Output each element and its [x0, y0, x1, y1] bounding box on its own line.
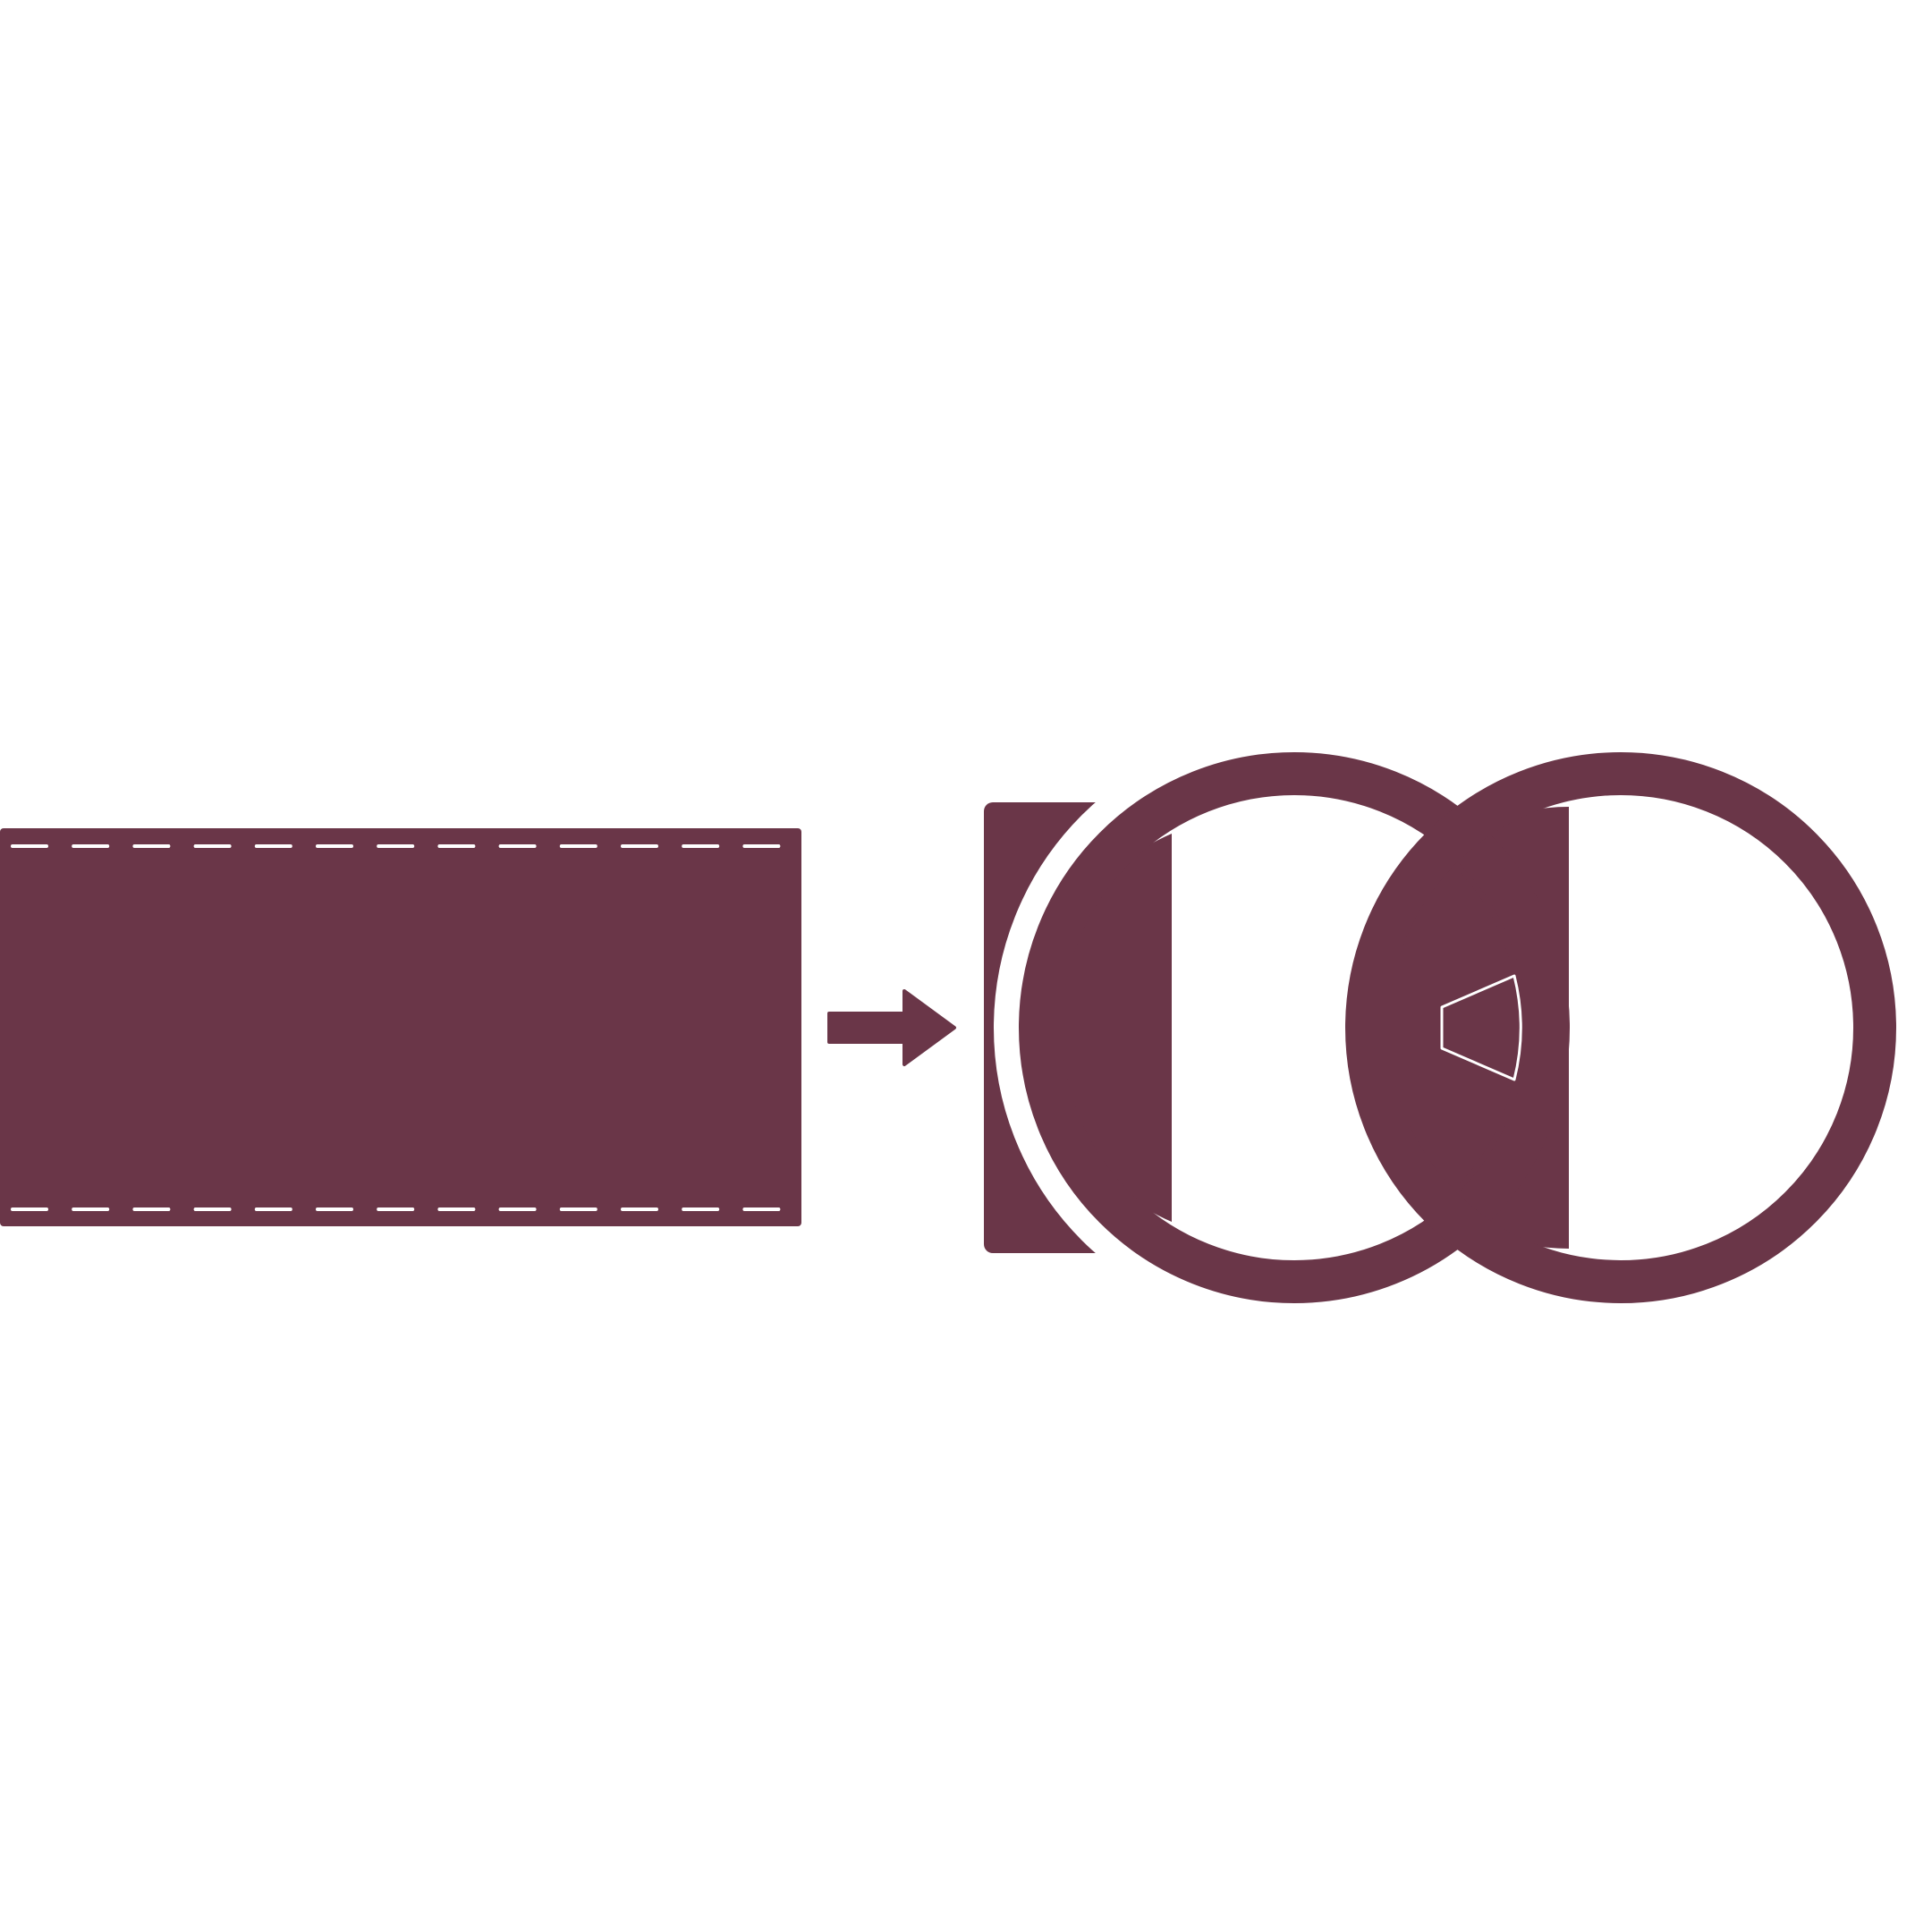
- right-arrow-icon: [827, 989, 956, 1066]
- double-ring-buckle: [984, 727, 1921, 1328]
- strap-stitching: [11, 844, 781, 1211]
- overlap-upper-panel: [1460, 872, 1513, 993]
- buckle-prong: [1440, 974, 1522, 1081]
- ring-left-band: [1019, 752, 1570, 1303]
- overlap-lower-panel: [1460, 1063, 1513, 1183]
- ring-right-band: [1345, 752, 1896, 1303]
- strap-body: [0, 828, 801, 1226]
- buckle-rings: [1019, 752, 1896, 1303]
- leather-strap: [0, 828, 801, 1226]
- arrow-shape: [827, 989, 956, 1066]
